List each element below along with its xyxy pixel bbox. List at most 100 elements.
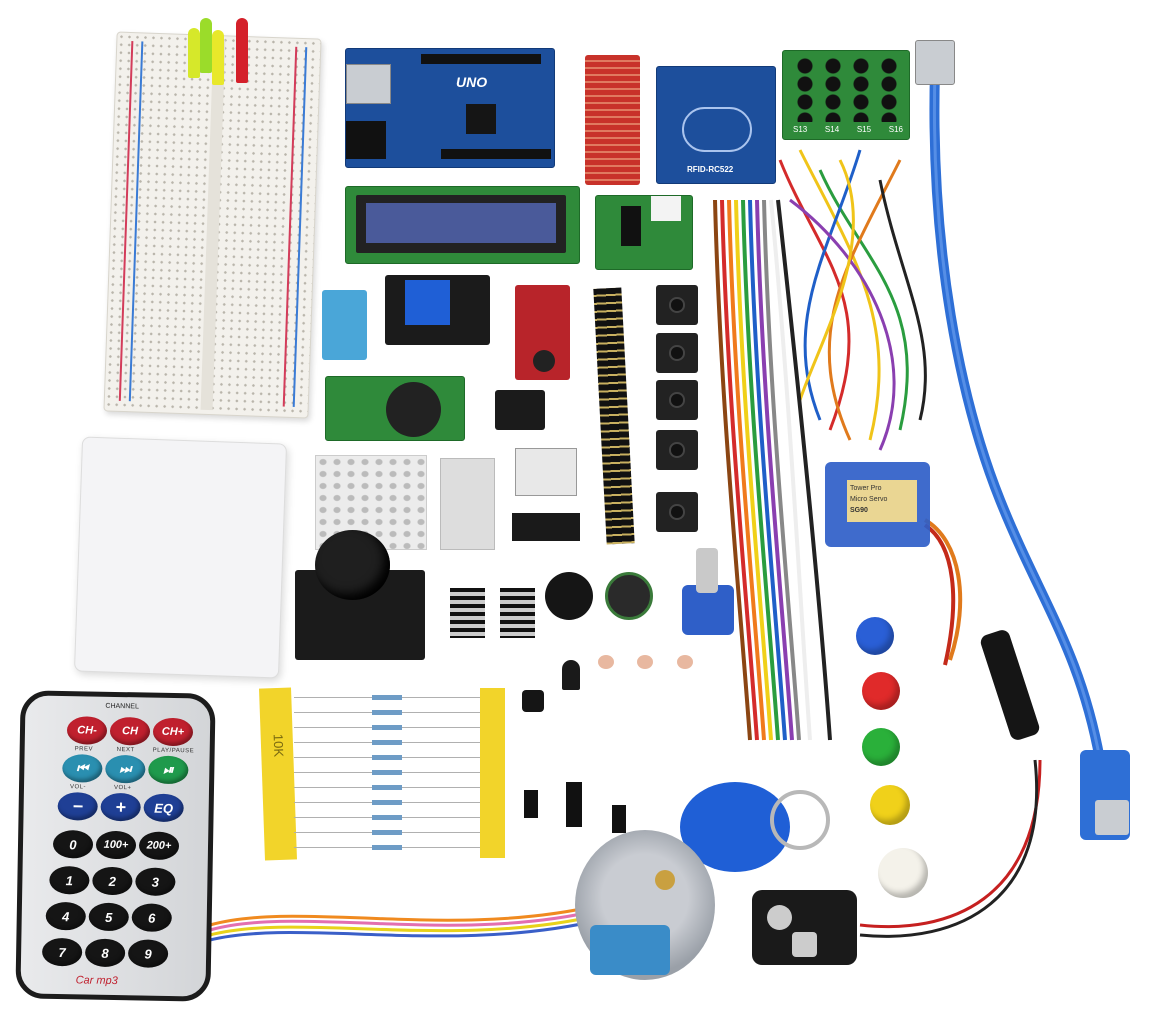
button-cap-green xyxy=(862,728,900,766)
remote-button-ch[interactable]: CH xyxy=(109,716,151,746)
tactile-button xyxy=(656,333,698,373)
channel-label: CHANNEL xyxy=(105,702,139,711)
keypad-4x4: S13 S14 S15 S16 xyxy=(782,50,910,140)
button-cap-yellow xyxy=(870,785,910,825)
coin-cell-holder xyxy=(386,382,441,437)
passive-buzzer xyxy=(605,572,653,620)
potentiometer-shaft xyxy=(696,548,718,593)
ir-remote-control: CHANNEL CH- CH CH+ PREV NEXT PLAY/PAUSE … xyxy=(15,690,216,1002)
remote-button-play-pause[interactable]: ⏯ xyxy=(148,755,189,785)
breadboard-channel xyxy=(200,39,226,411)
keypad-labels: S13 S14 S15 S16 xyxy=(793,125,903,134)
keypad-buttons xyxy=(791,57,903,122)
motor-shaft xyxy=(655,870,675,890)
resistor-bodies xyxy=(372,690,402,855)
resistor-tape-left: 10K xyxy=(259,687,297,861)
button-cap-blue xyxy=(856,617,894,655)
usb-b-metal xyxy=(1095,800,1129,835)
diode xyxy=(612,805,626,833)
photoresistor xyxy=(598,655,614,669)
sound-sensor-module xyxy=(515,285,570,380)
remote-button-ch-minus[interactable]: CH- xyxy=(66,716,108,745)
header-pins xyxy=(421,54,541,64)
photoresistor xyxy=(677,655,693,669)
relay-box xyxy=(405,280,450,325)
ic-chip xyxy=(621,206,641,246)
lcd-screen xyxy=(366,203,556,243)
ir-receiver-module xyxy=(495,390,545,430)
remote-button-8[interactable]: 8 xyxy=(84,938,126,968)
dc-jack xyxy=(346,121,386,159)
remote-button-0[interactable]: 0 xyxy=(52,829,94,859)
servo-model: SG90 xyxy=(850,507,868,514)
keypad-label: S16 xyxy=(888,125,903,134)
ic-74hc595 xyxy=(512,513,580,541)
connector xyxy=(651,196,681,221)
label-vol-minus: VOL- xyxy=(69,784,87,791)
button-cap-red xyxy=(862,672,900,710)
resistor-tape-right xyxy=(480,688,505,858)
rfid-card xyxy=(73,436,288,679)
tactile-button xyxy=(656,380,698,420)
active-buzzer xyxy=(545,572,593,620)
tilt-sensor xyxy=(515,448,577,496)
ir-led xyxy=(562,660,580,690)
potentiometer xyxy=(682,585,734,635)
remote-button-1[interactable]: 1 xyxy=(49,865,90,895)
remote-button-6[interactable]: 6 xyxy=(131,903,172,932)
label-play-pause: PLAY/PAUSE xyxy=(152,747,195,755)
remote-button-ch-plus[interactable]: CH+ xyxy=(152,717,194,747)
stepper-motor xyxy=(575,830,715,980)
motor-cover xyxy=(590,925,670,975)
keypad-label: S13 xyxy=(793,125,808,134)
remote-button-4[interactable]: 4 xyxy=(45,901,87,931)
stepper-driver-board xyxy=(595,195,693,270)
tactile-button xyxy=(656,492,698,532)
rfid-label: RFID-RC522 xyxy=(687,165,734,174)
joystick-knob xyxy=(315,530,390,600)
remote-button-prev[interactable]: ⏮ xyxy=(62,754,103,783)
relay-module xyxy=(385,275,490,345)
remote-button-200-plus[interactable]: 200+ xyxy=(138,831,180,861)
dht11-sensor xyxy=(322,290,367,360)
usb-b-port xyxy=(346,64,391,104)
remote-brand-logo: Car mp3 xyxy=(75,974,118,988)
rfid-antenna xyxy=(682,107,752,152)
remote-button-next[interactable]: ⏭ xyxy=(105,754,146,784)
photoresistor xyxy=(637,655,653,669)
microcontroller-chip xyxy=(466,104,496,134)
led-green xyxy=(200,18,212,73)
key-ring xyxy=(770,790,830,850)
ir-receiver xyxy=(522,690,544,712)
male-header-pins xyxy=(450,588,485,638)
male-header-pins xyxy=(500,588,535,638)
led-red xyxy=(236,18,248,83)
remote-button-vol-minus[interactable]: − xyxy=(57,791,98,821)
water-level-sensor xyxy=(585,55,640,185)
usb-a-plug xyxy=(915,40,955,85)
arduino-uno-board: UNO xyxy=(345,48,555,168)
snap-terminal xyxy=(792,932,817,957)
servo-sub: Micro Servo xyxy=(850,496,888,503)
remote-button-5[interactable]: 5 xyxy=(88,902,130,932)
servo-brand: Tower Pro xyxy=(850,485,882,492)
servo-sticker: Tower Pro Micro Servo SG90 xyxy=(847,480,917,522)
breadboard xyxy=(103,31,322,419)
led-yellow xyxy=(212,30,224,85)
remote-button-2[interactable]: 2 xyxy=(92,866,133,896)
led-yellow xyxy=(188,28,200,78)
remote-button-3[interactable]: 3 xyxy=(135,867,176,897)
remote-button-7[interactable]: 7 xyxy=(41,937,83,967)
remote-button-9[interactable]: 9 xyxy=(127,939,169,968)
label-prev: PREV xyxy=(74,746,94,753)
arduino-label: UNO xyxy=(456,74,488,90)
remote-button-eq[interactable]: EQ xyxy=(143,793,184,823)
button-cap-white xyxy=(878,848,928,898)
diode xyxy=(566,782,582,827)
remote-button-100-plus[interactable]: 100+ xyxy=(95,830,137,860)
9v-battery-clip xyxy=(752,890,857,965)
remote-button-vol-plus[interactable]: + xyxy=(100,792,141,822)
rtc-module xyxy=(325,376,465,441)
